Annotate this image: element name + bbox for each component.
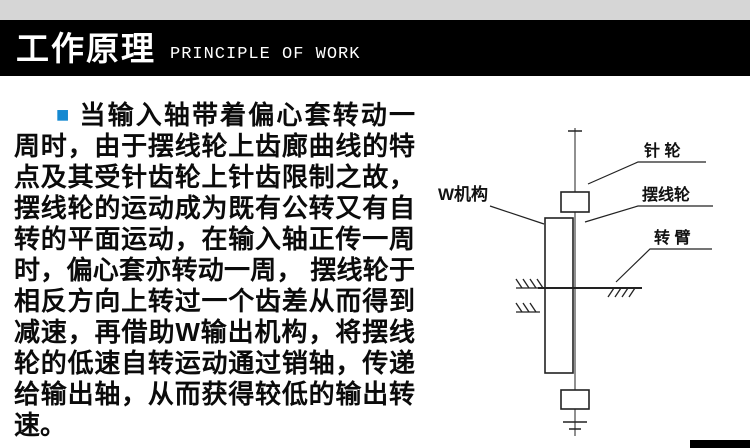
cycloid-body-block (544, 217, 574, 374)
cycloid-wheel-label: 摆线轮 (642, 185, 690, 204)
crank-arm-leader-line (615, 248, 712, 283)
principle-paragraph: ■当输入轴带着偏心套转动一周时，由于摆线轮上齿廊曲线的特点及其受针齿轮上针齿限制… (14, 99, 415, 441)
bottom-right-black-strip (690, 440, 750, 448)
section-header: 工作原理 PRINCIPLE OF WORK (0, 20, 750, 76)
ground-hatch-left-lower (515, 302, 540, 313)
mechanism-schematic: 针 轮 摆线轮 转 臂 W机构 (438, 128, 713, 436)
cycloid-wheel-leader-line (584, 205, 713, 223)
output-shaft-block (560, 389, 590, 410)
crank-arm-label: 转 臂 (654, 228, 690, 247)
ground-hatch-left-upper (515, 278, 545, 289)
mechanism-diagram: 针 轮 摆线轮 转 臂 W机构 (430, 118, 750, 448)
pin-wheel-block (560, 191, 590, 213)
w-mechanism-label: W机构 (438, 184, 488, 204)
ground-hatch-right (607, 287, 636, 298)
pin-wheel-label: 针 轮 (644, 141, 680, 160)
pin-wheel-leader-line (587, 161, 706, 185)
blue-square-bullet-icon: ■ (56, 102, 72, 127)
w-mechanism-leader-line (489, 205, 545, 225)
section-title-cn: 工作原理 (16, 29, 156, 67)
paragraph-text: 当输入轴带着偏心套转动一周时，由于摆线轮上齿廊曲线的特点及其受针齿轮上针齿限制之… (14, 100, 415, 440)
top-gray-strip (0, 0, 750, 20)
section-title-en: PRINCIPLE OF WORK (170, 44, 361, 64)
